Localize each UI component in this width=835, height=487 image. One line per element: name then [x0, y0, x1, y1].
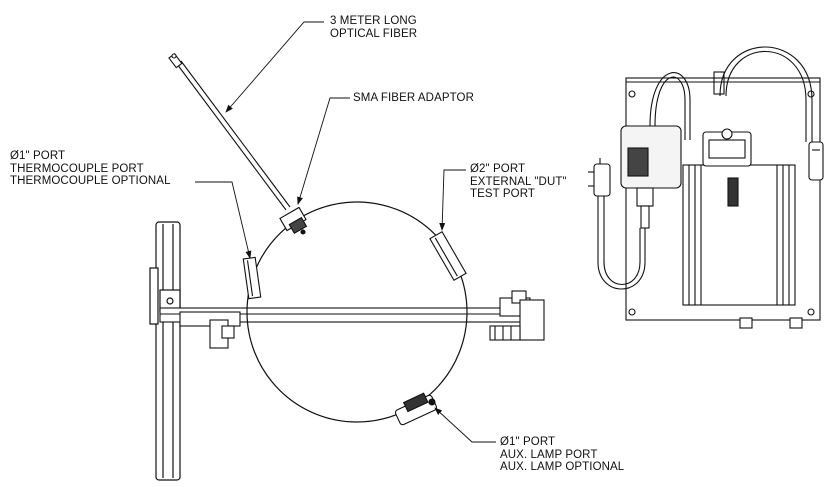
optical-fiber [168, 53, 291, 211]
thermocouple-callout-line-1: Ø1" PORT [10, 150, 66, 162]
fiber-callout-label: 3 METER LONG OPTICAL FIBER [330, 15, 417, 40]
thermocouple-callout-line-3: THERMOCOUPLE OPTIONAL [10, 175, 171, 187]
power-cables [597, 46, 813, 290]
stand-post [149, 221, 181, 481]
mounting-rail [159, 290, 545, 349]
sma-callout-label: SMA FIBER ADAPTOR [353, 92, 474, 105]
aux-lamp-port-callout-label: Ø1" PORT AUX. LAMP PORT AUX. LAMP OPTION… [500, 436, 624, 474]
sma-adaptor [279, 206, 308, 235]
thermocouple-callout-line-2: THERMOCOUPLE PORT [10, 162, 144, 175]
fiber-callout-line-1: 3 METER LONG [330, 15, 417, 27]
leader-lines [195, 21, 496, 443]
ac-plug [588, 158, 611, 197]
sma-callout-line-1: SMA FIBER ADAPTOR [353, 92, 474, 104]
aux-callout-line-3: AUX. LAMP OPTIONAL [500, 461, 625, 473]
dut-callout-line-1: Ø2" PORT [470, 163, 526, 175]
dut-test-port [429, 230, 467, 282]
integrating-sphere [246, 201, 468, 423]
thermocouple-port-callout-label: Ø1" PORT THERMOCOUPLE PORT THERMOCOUPLE … [10, 150, 171, 188]
dut-callout-line-2: EXTERNAL "DUT" [470, 175, 567, 188]
lamp-power-supply-assembly [620, 77, 824, 329]
aux-callout-line-2: AUX. LAMP PORT [500, 448, 598, 461]
dut-callout-line-3: TEST PORT [470, 188, 536, 200]
aux-lamp-port [394, 392, 438, 426]
dut-port-callout-label: Ø2" PORT EXTERNAL "DUT" TEST PORT [470, 163, 567, 201]
aux-callout-line-1: Ø1" PORT [500, 436, 556, 448]
fiber-callout-line-2: OPTICAL FIBER [330, 27, 418, 40]
